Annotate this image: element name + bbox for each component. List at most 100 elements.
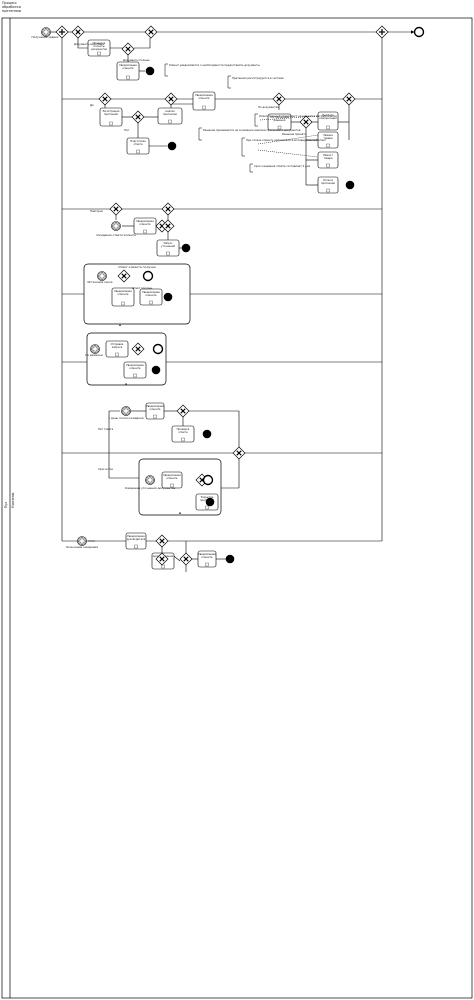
flow-label-8: Ответ получен [132, 286, 153, 290]
parallel-gateway[interactable] [375, 25, 389, 39]
subprocess-1-label: Ответ клиента получен [118, 265, 156, 269]
exclusive-gateway[interactable] [161, 219, 175, 233]
exclusive-gateway[interactable] [71, 25, 85, 39]
end-event[interactable] [205, 497, 215, 507]
exclusive-gateway[interactable] [164, 92, 178, 106]
timer-3-label: По времени [85, 353, 103, 357]
exclusive-gateway[interactable] [109, 202, 123, 216]
annotation-5: При отказе клиенту направляется мотивиро… [246, 138, 327, 142]
end-event[interactable] [225, 554, 235, 564]
annotation-3: Ответственный специалист назначается авт… [259, 114, 337, 118]
flow-label-4: Нет [124, 128, 130, 132]
flow-label-3: Да [90, 103, 94, 107]
end-event[interactable] [151, 365, 161, 375]
exclusive-gateway[interactable] [272, 92, 286, 106]
subprocess-1[interactable] [83, 263, 191, 325]
exclusive-gateway[interactable] [179, 552, 193, 566]
timer-2-label: Истечение срока [87, 280, 112, 284]
subprocess-1-marker: ⊞ [119, 323, 122, 327]
timer-event[interactable] [77, 536, 87, 546]
exclusive-gateway[interactable] [117, 269, 131, 283]
parallel-gateway[interactable] [55, 25, 69, 39]
exclusive-gateway[interactable] [121, 42, 135, 56]
sequence-flows [51, 30, 415, 572]
subprocess-3-marker: ⊞ [179, 511, 182, 515]
end-event[interactable] [163, 292, 173, 302]
flow-label-5: По документам [258, 105, 279, 109]
exclusive-gateway[interactable] [299, 115, 313, 129]
exclusive-gateway[interactable] [98, 92, 112, 106]
end-event[interactable] [181, 243, 191, 253]
exclusive-gateway[interactable] [144, 25, 158, 39]
annotation-2: Претензия регистрируется в системе [232, 76, 284, 80]
timer-6-label: Окончание ожидания [66, 545, 98, 549]
exclusive-gateway[interactable] [131, 342, 145, 356]
start-event[interactable] [41, 27, 51, 37]
flow-label-1: Документы неполные [74, 42, 104, 46]
events [41, 26, 425, 564]
gateways [55, 25, 389, 566]
timer-event[interactable] [145, 475, 155, 485]
timer-5-label: Ожидание уточнения документов [125, 486, 176, 490]
exclusive-gateway[interactable] [342, 92, 356, 106]
flow-label-6: Решение принято [282, 132, 307, 136]
timer-event[interactable] [121, 406, 131, 416]
end-event[interactable] [145, 66, 155, 76]
end-event[interactable] [142, 270, 154, 282]
exclusive-gateway[interactable] [131, 110, 145, 124]
end-event[interactable] [202, 474, 214, 486]
annotations [164, 63, 319, 173]
end-event[interactable] [202, 429, 212, 439]
exclusive-gateway[interactable] [232, 446, 246, 460]
end-event[interactable] [167, 141, 177, 151]
exclusive-gateway[interactable] [161, 202, 175, 216]
end-event[interactable] [345, 180, 355, 190]
end-event[interactable] [413, 26, 425, 38]
flow-label-7: Повторно [90, 209, 104, 213]
exclusive-gateway[interactable] [155, 534, 169, 548]
timer-event[interactable] [97, 271, 107, 281]
flow-label-10: Срок истек [98, 467, 114, 471]
pool-frame [1, 17, 473, 999]
timer-event[interactable] [90, 344, 100, 354]
end-event[interactable] [152, 343, 164, 355]
exclusive-gateway[interactable] [176, 404, 190, 418]
timer-event[interactable] [111, 221, 121, 231]
exclusive-gateway[interactable] [155, 552, 169, 566]
